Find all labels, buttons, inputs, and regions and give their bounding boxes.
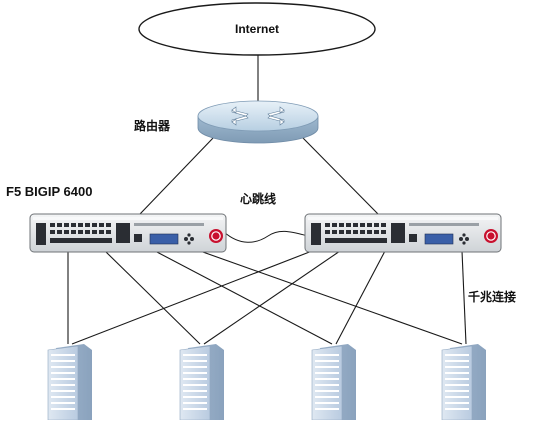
internet-label: Internet [234, 22, 279, 36]
link-d1-s2 [104, 250, 201, 345]
link-d1-s3 [154, 250, 333, 345]
router-icon [197, 100, 319, 144]
link-d2-s1 [71, 250, 313, 345]
server-building-icon [311, 344, 356, 421]
load-balancer-icon [304, 213, 502, 253]
heartbeat-cable [223, 230, 309, 243]
server-building-icon [47, 344, 92, 421]
internet-cloud [138, 2, 376, 56]
link-d2-s4 [461, 250, 467, 345]
link-router-device-left [139, 136, 215, 215]
link-d1-s4 [199, 250, 463, 345]
device-model-label: F5 BIGIP 6400 [6, 184, 93, 199]
connection-lines [67, 55, 467, 345]
server-building-icon [179, 344, 224, 421]
router-label: 路由器 [134, 119, 171, 133]
link-router-device-right [301, 136, 379, 215]
link-d2-s2 [203, 250, 341, 345]
heartbeat-label: 心跳线 [240, 192, 277, 206]
link-d2-s3 [335, 250, 386, 345]
gigabit-link-label: 千兆连接 [468, 290, 517, 304]
load-balancer-icon [29, 213, 227, 253]
server-building-icon [441, 344, 486, 421]
